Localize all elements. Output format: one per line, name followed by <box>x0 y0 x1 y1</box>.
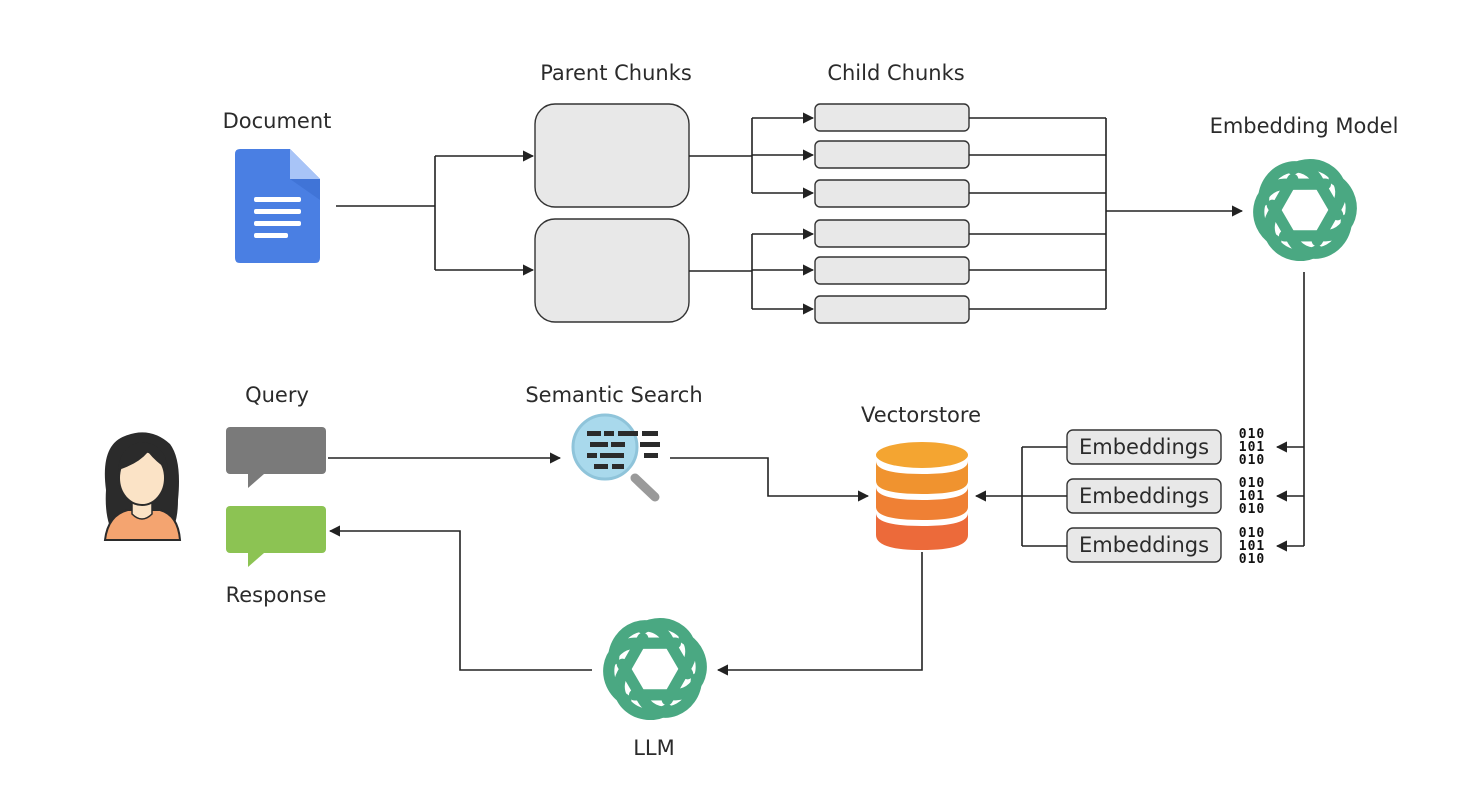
user-avatar-icon <box>103 432 182 541</box>
binary-icon-2-line-3: 010 <box>1239 502 1265 517</box>
parent-chunk-2 <box>534 218 690 323</box>
embeddings-label-3: Embeddings <box>1079 533 1209 557</box>
binary-icon-3-line-3: 010 <box>1239 552 1265 567</box>
llm-to-response-connector <box>328 525 592 671</box>
embeddings-to-vectorstore-connectors <box>974 446 1067 547</box>
embeddings-label-2: Embeddings <box>1079 484 1209 508</box>
child-chunk-3 <box>814 179 970 208</box>
vectorstore-to-llm-connector <box>716 552 923 676</box>
embeddings-row-1: Embeddings 010 101 010 <box>1066 427 1265 468</box>
llm-icon <box>598 615 713 722</box>
child-chunks-label: Child Chunks <box>827 61 964 85</box>
parent-chunks-label: Parent Chunks <box>540 61 692 85</box>
parent-chunk-1 <box>534 103 690 208</box>
query-label: Query <box>245 383 309 407</box>
embeddings-row-2: Embeddings 010 101 010 <box>1066 476 1265 517</box>
response-bubble-icon <box>226 506 326 567</box>
binary-icon-1-line-2: 101 <box>1239 440 1265 455</box>
semantic-search-icon <box>571 413 660 502</box>
response-label: Response <box>226 583 327 607</box>
llm-label: LLM <box>633 736 675 760</box>
embeddings-row-3: Embeddings 010 101 010 <box>1066 526 1265 567</box>
binary-icon-1-line-3: 010 <box>1239 453 1265 468</box>
document-to-parent-connectors <box>336 150 535 276</box>
child-chunk-1 <box>814 103 970 132</box>
document-icon <box>235 149 320 263</box>
child-chunk-4 <box>814 219 970 248</box>
embeddings-label-1: Embeddings <box>1079 435 1209 459</box>
query-flow-connectors <box>328 452 870 502</box>
semantic-search-label: Semantic Search <box>525 383 702 407</box>
vectorstore-label: Vectorstore <box>861 403 981 427</box>
child-chunk-5 <box>814 256 970 285</box>
model-to-embeddings-connectors <box>1275 272 1305 552</box>
child-to-embedding-connectors <box>969 117 1244 310</box>
binary-icon-2-line-1: 010 <box>1239 476 1265 491</box>
child-chunk-6 <box>814 295 970 324</box>
vectorstore-database-icon <box>876 442 968 550</box>
embeddings-box-3 <box>1066 527 1222 563</box>
binary-icon-2-line-2: 101 <box>1239 489 1265 504</box>
document-label: Document <box>223 109 332 133</box>
child-chunk-2 <box>814 140 970 169</box>
parent-to-child-connectors <box>689 112 815 315</box>
query-bubble-icon <box>226 427 326 488</box>
binary-icon-1-line-1: 010 <box>1239 427 1265 442</box>
embedding-model-label: Embedding Model <box>1210 114 1399 138</box>
binary-icon-3-line-2: 101 <box>1239 539 1265 554</box>
binary-icon-3-line-1: 010 <box>1239 526 1265 541</box>
embedding-model-icon <box>1248 156 1363 263</box>
